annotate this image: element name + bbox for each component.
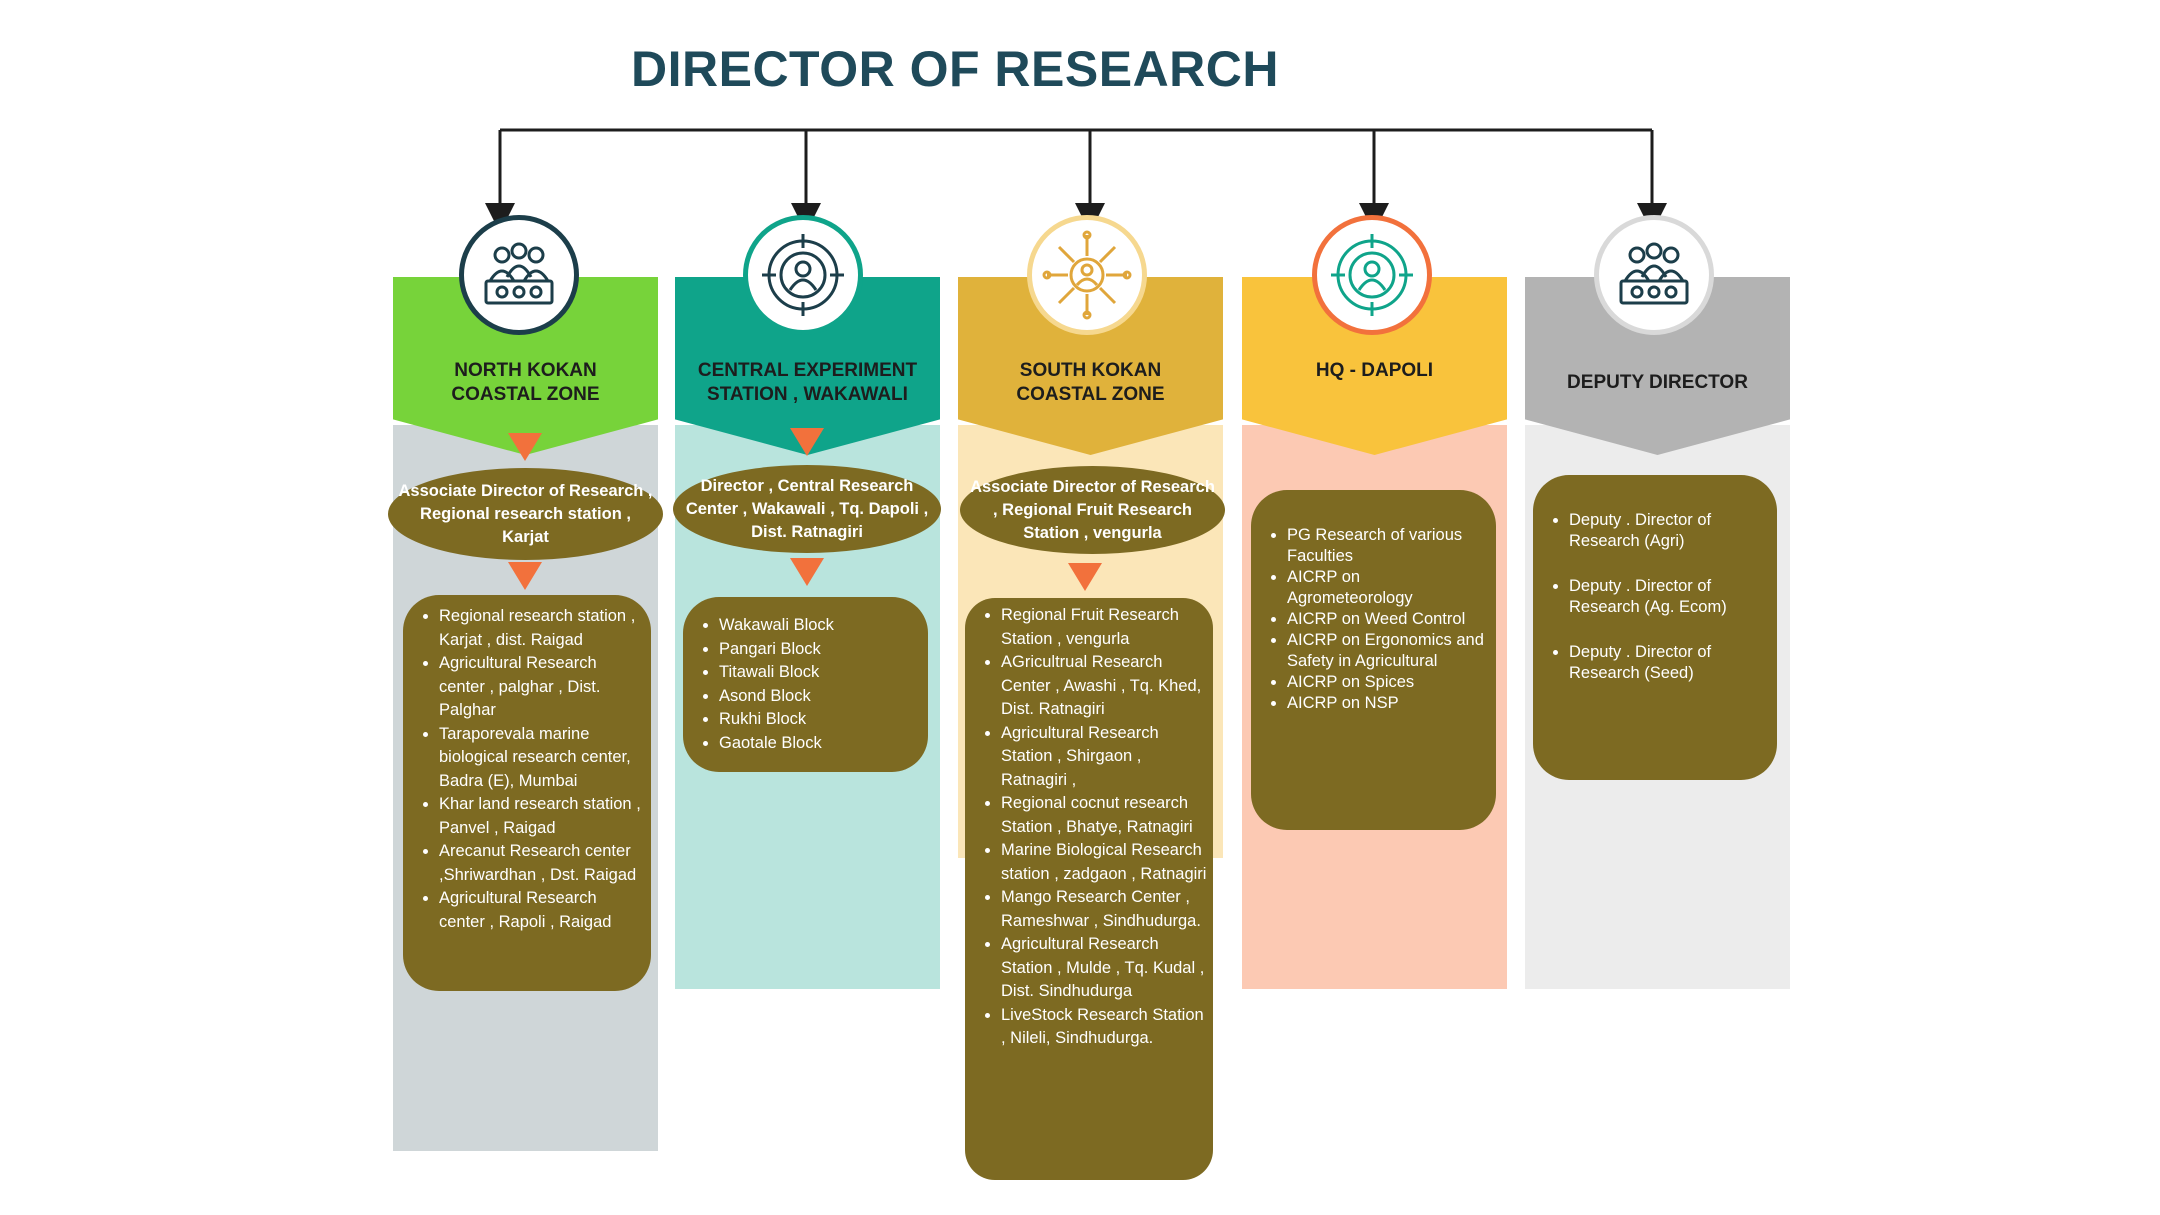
list-item: AICRP on NSP [1287,693,1486,714]
list-item: Regional research station , Karjat , dis… [439,605,645,652]
list-item: AICRP on Agrometeorology [1287,567,1486,609]
column-heading: HQ - DAPOLI [1315,360,1434,381]
list-item: Titawali Block [719,661,922,685]
list-item: Gaotale Block [719,732,922,756]
list-item: AGricultrual Research Center , Awashi , … [1001,651,1209,722]
network-user-icon [1027,215,1147,335]
list-item: Agricultural Research center , palghar ,… [439,652,645,723]
director-oval: Director , Central Research Center , Wak… [673,465,941,553]
blocks-list: Wakawali BlockPangari BlockTitawali Bloc… [683,597,928,772]
arrow-down-icon [790,558,824,586]
list-item: AICRP on Weed Control [1287,609,1486,630]
diagram-title: DIRECTOR OF RESEARCH [630,41,1279,97]
list-item: AICRP on Spices [1287,672,1486,693]
column-heading: DEPUTY DIRECTOR [1567,372,1748,393]
list-item: Deputy . Director of Research (Ag. Ecom) [1569,576,1767,618]
list-item: LiveStock Research Station , Nileli, Sin… [1001,1004,1209,1051]
arrow-down-icon [508,433,542,461]
list-item: AICRP on Ergonomics and Safety in Agricu… [1287,630,1486,672]
team-icon [1594,215,1714,335]
column-heading: NORTH KOKAN COASTAL ZONE [451,360,600,405]
team-icon [459,215,579,335]
list-item: Marine Biological Research station , zad… [1001,839,1209,886]
deputy-list: Deputy . Director of Research (Agri) Depu… [1533,475,1777,780]
associate-director-oval: Associate Director of Research , Regiona… [960,466,1225,554]
list-item: Regional cocnut research Station , Bhaty… [1001,792,1209,839]
list-item: Agricultural Research center , Rapoli , … [439,887,645,934]
associate-director-oval: Associate Director of Research , Regiona… [388,468,663,560]
list-item: Mango Research Center , Rameshwar , Sind… [1001,886,1209,933]
list-item: Deputy . Director of Research (Seed) [1569,642,1767,684]
list-item: Regional Fruit Research Station , vengur… [1001,604,1209,651]
target-user-icon [1312,215,1432,335]
stations-list: Regional research station , Karjat , dis… [403,595,651,991]
list-item: Agricultural Research Station , Mulde , … [1001,933,1209,1004]
column-heading: SOUTH KOKAN COASTAL ZONE [1016,360,1165,405]
list-item: Khar land research station , Panvel , Ra… [439,793,645,840]
list-item: PG Research of various Faculties [1287,525,1486,567]
list-item: Rukhi Block [719,708,922,732]
research-list: PG Research of various FacultiesAICRP on… [1251,490,1496,830]
list-item: Agricultural Research Station , Shirgaon… [1001,722,1209,793]
column-heading: CENTRAL EXPERIMENT STATION , WAKAWALI [697,360,918,405]
stations-list: Regional Fruit Research Station , vengur… [965,598,1213,1180]
arrow-down-icon [790,428,824,456]
list-item: Arecanut Research center ,Shriwardhan , … [439,840,645,887]
list-item: Wakawali Block [719,614,922,638]
list-item: Pangari Block [719,638,922,662]
arrow-down-icon [508,562,542,590]
arrow-down-icon [1068,563,1102,591]
list-item: Taraporevala marine biological research … [439,723,645,794]
list-item: Asond Block [719,685,922,709]
target-user-icon [743,215,863,335]
list-item: Deputy . Director of Research (Agri) [1569,510,1767,552]
